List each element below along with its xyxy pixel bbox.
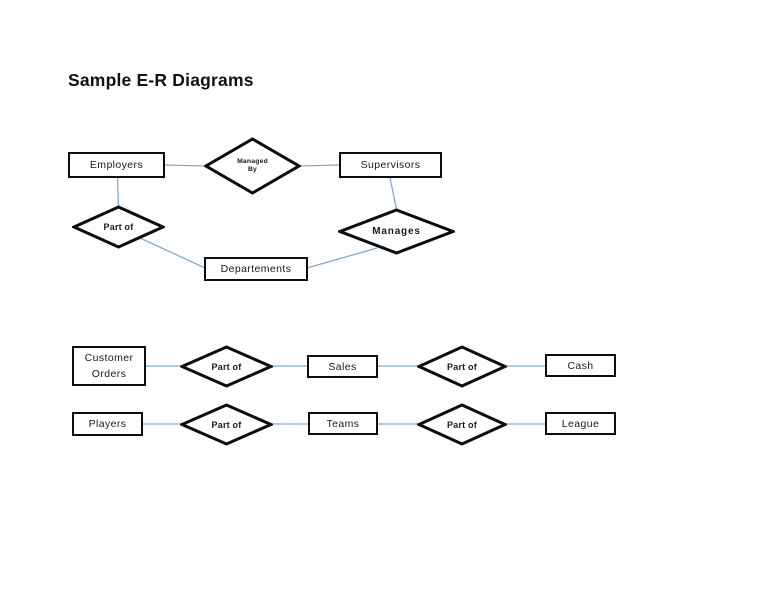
relationship-label: Part of [211,419,242,430]
diamond-shape [204,137,301,195]
diamond-shape [338,208,455,255]
entity-sales: Sales [307,355,378,378]
connector-supervisors-manages [389,177,398,210]
relationship-label: Part of [447,419,477,430]
relationship-part-of-row1-right: Part of [417,345,507,388]
connector-partof-departements [139,237,206,269]
relationship-part-of-top: Part of [72,205,165,249]
relationship-label: Part of [447,361,477,372]
entity-supervisors: Supervisors [339,152,442,178]
entity-customer-orders: Customer Orders [72,346,146,386]
diamond-shape [180,345,273,388]
relationship-label: Part of [103,222,134,232]
relationship-label: Part of [211,361,242,372]
relationship-label: Managed By [237,157,268,174]
entity-departements: Departements [204,257,308,281]
connector-managedby-supervisors [299,164,340,167]
relationship-manages: Manages [338,208,455,255]
entity-league: League [545,412,616,435]
connector-manages-departements [306,247,378,269]
diamond-shape [417,345,507,388]
entity-teams: Teams [308,412,378,435]
diamond-shape [180,403,273,446]
connector-employers-managedby [164,164,206,167]
relationship-part-of-row1-left: Part of [180,345,273,388]
entity-employers: Employers [68,152,165,178]
relationship-label: Manages [372,226,421,237]
entity-players: Players [72,412,143,436]
relationship-managed-by: Managed By [204,137,301,195]
page-title: Sample E-R Diagrams [68,70,254,90]
relationship-part-of-row2-left: Part of [180,403,273,446]
entity-cash: Cash [545,354,616,377]
connector-employers-partof [116,177,120,207]
relationship-part-of-row2-right: Part of [417,403,507,446]
diamond-shape [72,205,165,249]
diamond-shape [417,403,507,446]
